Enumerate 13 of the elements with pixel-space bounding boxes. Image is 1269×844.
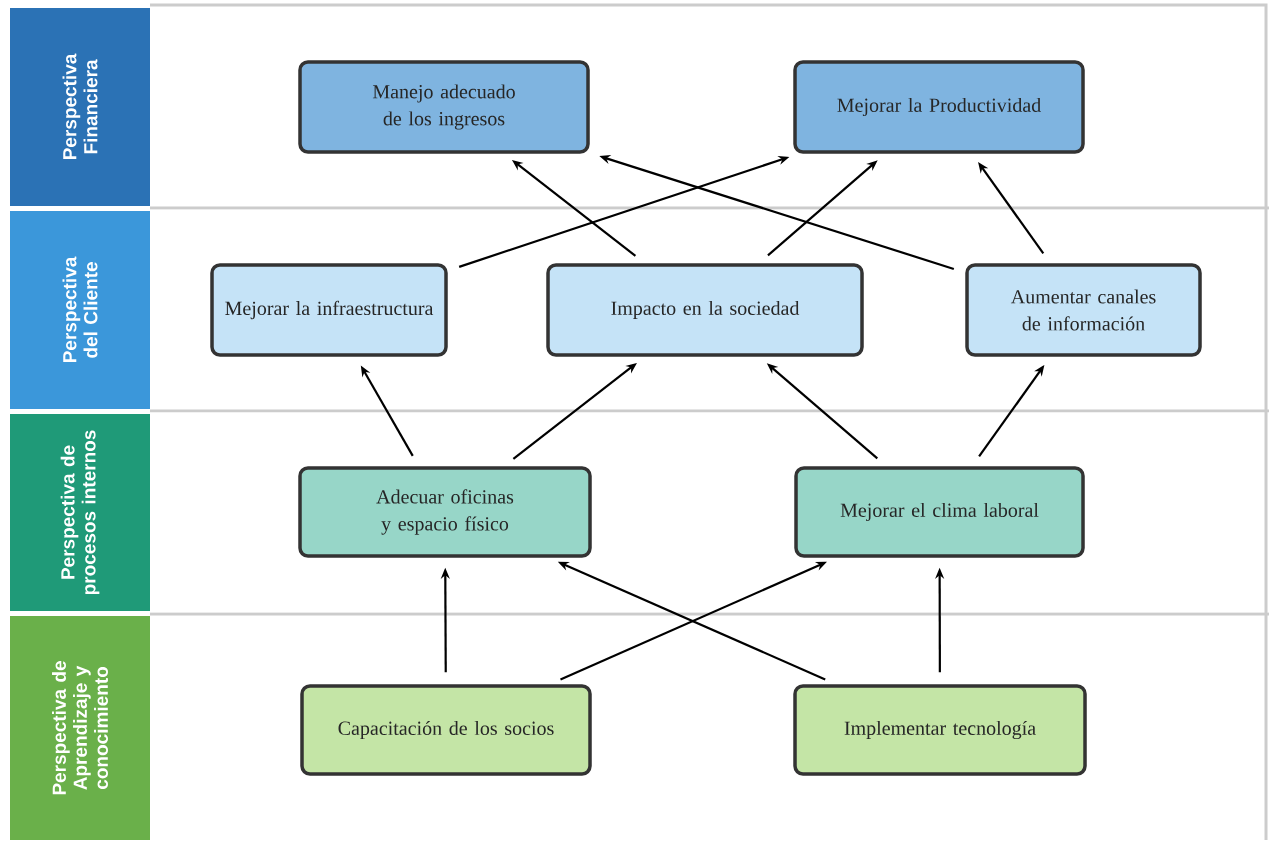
process-box: Mejorar la Productividad (793, 60, 1085, 154)
process-box: Mejorar la infraestructura (210, 263, 448, 357)
process-box: Manejo adecuado de los ingresos (298, 60, 590, 154)
band-label: Perspectiva del Cliente (10, 211, 150, 409)
process-box: Impacto en la sociedad (546, 263, 864, 357)
band-label: Perspectiva de procesos internos (10, 414, 150, 611)
band-label: Perspectiva de Aprendizaje y conocimiento (10, 616, 150, 840)
process-box: Aumentar canales de información (965, 263, 1202, 357)
process-box: Implementar tecnología (793, 684, 1087, 776)
process-box: Capacitación de los socios (300, 684, 592, 776)
process-box: Adecuar oficinas y espacio físico (298, 466, 592, 558)
band-label: Perspectiva Financiera (10, 8, 150, 206)
process-box: Mejorar el clima laboral (794, 466, 1085, 558)
